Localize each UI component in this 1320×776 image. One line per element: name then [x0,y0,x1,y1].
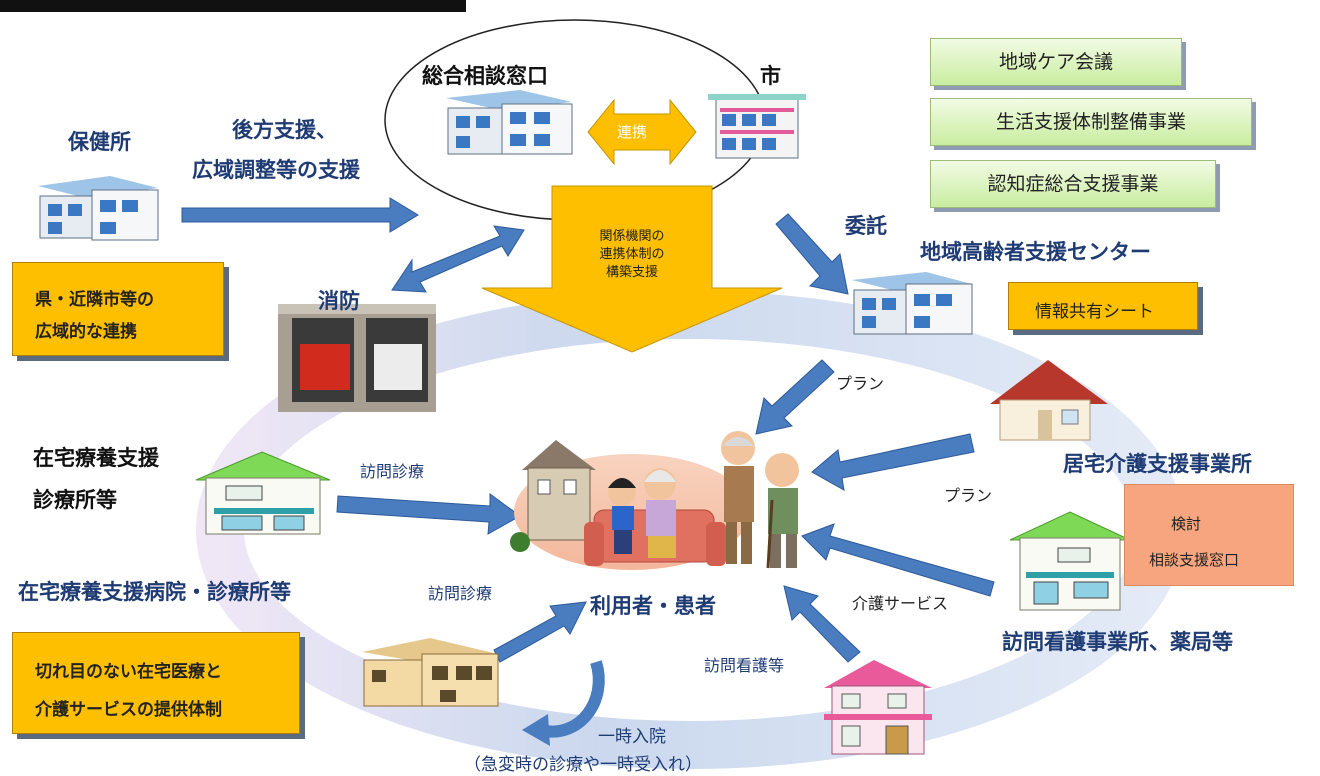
chiiki-care-box: 地域ケア会議 [930,38,1182,86]
kento-box: 検討 相談支援窓口 [1124,484,1294,586]
kiremenai-line-2: 介護サービスの提供体制 [35,700,222,720]
houmon-shinryo-label-1: 訪問診療 [360,462,425,481]
ninchisho-box: 認知症総合支援事業 [930,160,1216,208]
title-bar [0,0,466,12]
kankei-line-2: 連携体制の [599,247,665,262]
ichiji-label-1: 一時入院 [598,727,666,747]
kento-line-2: 相談支援窓口 [1149,551,1240,569]
houmon-shinryo-label-2: 訪問診療 [428,584,493,603]
riyousha-label: 利用者・患者 [590,594,716,618]
houmon-kango-label: 訪問看護等 [704,656,785,675]
renkei-label: 連携 [617,123,648,141]
kyotaku-label: 居宅介護支援事業所 [1063,452,1252,476]
ken-kinrin-box: 県・近隣市等の 広域的な連携 [12,262,224,356]
kango-house [1009,511,1131,611]
fire-station-photo [278,304,436,412]
chiiki-center-label: 地域高齢者支援センター [920,240,1151,264]
arrow-plan-2 [811,433,975,491]
support-arrow [481,185,783,353]
arrow-houmon-1 [336,493,521,535]
kiremenai-line-1: 切れ目のない在宅医療と [35,662,222,682]
plan-label-2: プラン [944,486,993,505]
pink-house [824,660,932,755]
hokenjo-building [38,176,159,241]
kankei-label: 関係機関の 連携体制の 構築支援 [590,228,674,282]
arrow-itaku [775,213,849,295]
seikatsu-box: 生活支援体制整備事業 [930,98,1252,146]
center-building [852,272,973,335]
arrow-byoin [493,601,587,663]
joho-kyoyu-label: 情報共有シート [1035,302,1154,322]
sogo-madoguchi-label: 総合相談窓口 [422,64,548,88]
kankei-line-1: 関係機関の [599,229,665,244]
shobo-label: 消防 [318,289,360,313]
sogo-building [446,90,573,155]
houmon-kango-jigyo-label: 訪問看護事業所、薬局等 [1002,630,1233,654]
clinic-house [195,451,331,535]
renkei-arrow [587,98,697,166]
kento-line-1: 検討 [1171,515,1202,533]
hokenjo-label: 保健所 [68,130,131,154]
arrow-kouhou [181,197,419,233]
ken-kinrin-line-1: 県・近隣市等の [35,290,154,310]
family-illustration [510,431,799,570]
arrow-shobo [391,225,525,293]
kaigo-service-label: 介護サービス [852,594,949,613]
shi-label: 市 [760,64,781,88]
itaku-label: 委託 [845,214,887,238]
plan-label-1: プラン [836,374,885,393]
hospital-building [362,638,499,707]
ken-kinrin-line-2: 広域的な連携 [35,322,137,342]
kyotaku-house [990,360,1108,441]
zaitaku-shinryojo-label-2: 診療所等 [33,488,117,512]
shi-building [708,94,806,159]
arrow-ichiji [538,660,605,738]
kouhou-label-1: 後方支援、 [232,118,337,142]
kouhou-label-2: 広域調整等の支援 [192,158,360,182]
arrow-kango [783,585,861,663]
arrow-plan-1 [755,359,835,435]
zaitaku-shinryojo-label-1: 在宅療養支援 [33,446,159,470]
zaitaku-byoin-label: 在宅療養支援病院・診療所等 [18,580,291,604]
arrow-kaigo [801,523,995,597]
ichiji-label-2: （急変時の診療や一時受入れ） [464,755,702,775]
joho-kyoyu-box: 情報共有シート [1008,282,1198,330]
kankei-line-3: 構築支援 [605,265,658,280]
kiremenai-box: 切れ目のない在宅医療と 介護サービスの提供体制 [12,632,300,734]
